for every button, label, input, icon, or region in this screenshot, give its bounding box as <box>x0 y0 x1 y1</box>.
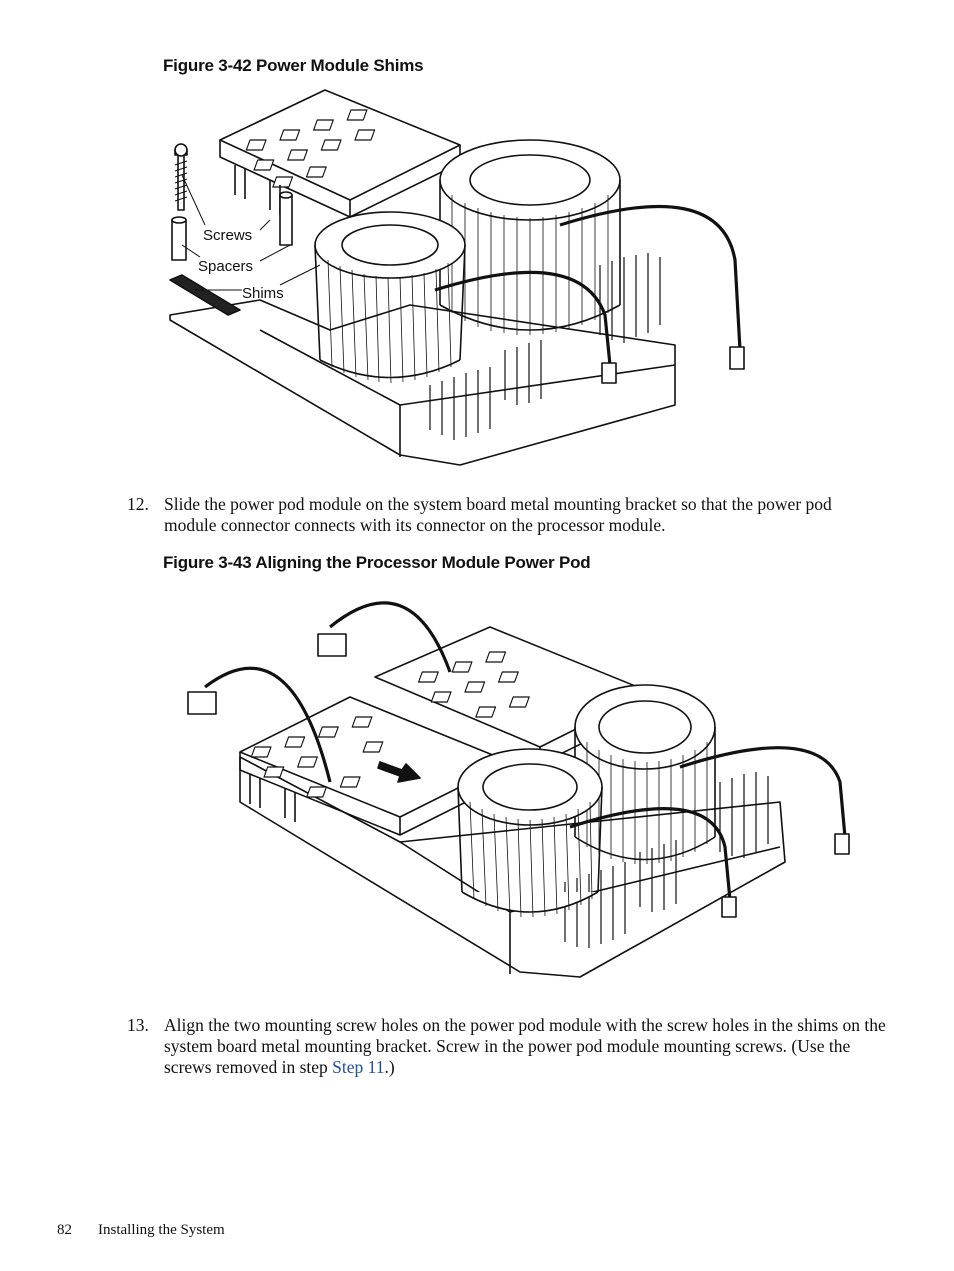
fan-cable-left <box>569 807 732 901</box>
figure-caption-3-42: Figure 3-42 Power Module Shims <box>163 56 424 75</box>
step-13: 13. Align the two mounting screw holes o… <box>127 1015 887 1078</box>
step-text-before: Align the two mounting screw holes on th… <box>164 1015 886 1077</box>
step-11-link[interactable]: Step 11 <box>332 1057 385 1077</box>
label-screws: Screws <box>203 227 252 244</box>
section-title: Installing the System <box>98 1222 225 1238</box>
figure-caption-3-43: Figure 3-43 Aligning the Processor Modul… <box>163 553 591 572</box>
slide-direction-arrow <box>377 761 421 783</box>
power-module-shims-illustration: Screws Spacers Shims <box>160 85 780 470</box>
fan-cable-right <box>679 746 847 838</box>
label-spacers: Spacers <box>198 258 253 275</box>
step-text: Align the two mounting screw holes on th… <box>164 1015 887 1078</box>
cable-connector-right <box>729 346 745 370</box>
mounting-bracket <box>239 756 786 978</box>
step-text-after: .) <box>384 1057 395 1077</box>
page-footer: 82 Installing the System <box>57 1222 225 1239</box>
fan-cable-left <box>434 270 612 366</box>
aligning-power-pod-illustration <box>180 582 860 992</box>
page-number: 82 <box>57 1222 72 1238</box>
step-number: 12. <box>127 494 149 514</box>
fan-front-top <box>457 748 603 826</box>
fan-connector-right <box>834 833 850 855</box>
mounting-bracket <box>169 299 676 466</box>
step-text: Slide the power pod module on the system… <box>164 494 832 535</box>
fan-front-top <box>314 211 466 279</box>
fan-cable-right <box>559 204 742 351</box>
fan-rear-top <box>574 684 716 770</box>
power-pod-cable-right <box>328 601 452 673</box>
power-pod-connector-left <box>187 691 217 715</box>
shim <box>169 274 241 316</box>
fan-connector-left <box>721 896 737 918</box>
step-number: 13. <box>127 1015 149 1035</box>
spacer <box>171 219 187 261</box>
step-12: 12. Slide the power pod module on the sy… <box>127 494 887 536</box>
fan-rear-top <box>439 139 621 221</box>
power-pod-cable-left <box>204 666 332 783</box>
power-pod-connector-right <box>317 633 347 657</box>
label-shims: Shims <box>242 285 284 302</box>
cable-connector-left <box>601 362 617 384</box>
